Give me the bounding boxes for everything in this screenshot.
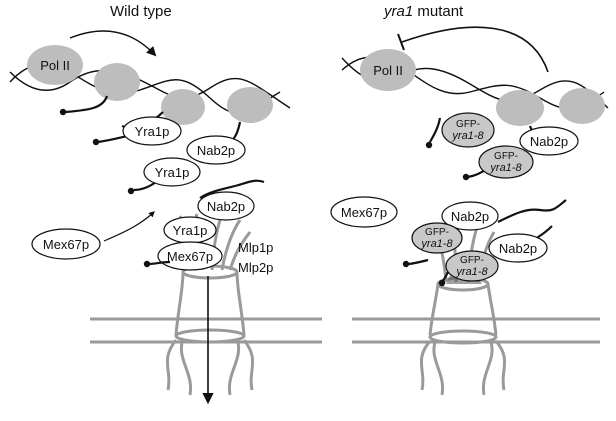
mex67p-label: Mex67p: [43, 237, 89, 252]
mex67p-protein: [330, 196, 398, 228]
nab2p-protein: [186, 135, 246, 165]
mrna-cap: [425, 141, 433, 149]
inhibition-bar: [397, 33, 405, 51]
nab2p-protein: [197, 191, 255, 221]
mlp2p-label: Mlp2p: [238, 260, 273, 275]
gfp-prefix-label: GFP-: [494, 151, 518, 162]
nab2p-label: Nab2p: [207, 199, 245, 214]
mrna-cap: [127, 187, 135, 195]
pol-ii-complex: [360, 49, 416, 91]
yra1p-protein: [143, 157, 201, 187]
gfp-yra1-8-protein: [411, 222, 463, 254]
nucleosome: [559, 88, 605, 124]
gfp-yra1-8-protein: [441, 112, 495, 148]
pol-ii-complex: [27, 45, 83, 85]
nucleosome: [496, 90, 544, 126]
right-title-rest: mutant: [413, 3, 464, 20]
mex67p-protein: [157, 241, 223, 271]
dna-strand-b: [9, 69, 291, 109]
npc-cytoplasmic-filaments: [165, 337, 255, 396]
transcription-arrow: [69, 30, 157, 57]
mrna-tail: [497, 199, 567, 223]
gfp-prefix-label: GFP-: [425, 227, 449, 238]
left-panel-title: Wild type: [110, 3, 172, 20]
yra1p-label: Yra1p: [135, 124, 170, 139]
yra1-8-label: yra1-8: [451, 130, 484, 142]
npc-bottom-ring: [428, 329, 498, 345]
npc-bottom-ring: [174, 328, 246, 344]
mex67p-protein: [31, 228, 101, 260]
yra1p-label: Yra1p: [173, 223, 208, 238]
nucleosome: [161, 89, 205, 125]
mlp1p-label: Mlp1p: [238, 240, 273, 255]
mrna-tail: [429, 117, 442, 143]
gfp-yra1-8-protein: [478, 145, 534, 179]
yra1p-label: Yra1p: [155, 165, 190, 180]
yra1-8-label: yra1-8: [489, 162, 522, 174]
gfp-prefix-label: GFP-: [460, 255, 484, 266]
npc-walls: [174, 271, 246, 336]
right-title-italic: yra1: [383, 3, 413, 20]
npc-cytoplasmic-filaments: [419, 338, 507, 396]
yra1-8-label: yra1-8: [455, 266, 488, 278]
nab2p-label: Nab2p: [499, 241, 537, 256]
right-panel-title: yra1 mutant: [383, 3, 464, 20]
yra1-8-label: yra1-8: [420, 238, 453, 250]
gfp-yra1-8-protein: [445, 250, 499, 282]
left-panel: Pol II Yra1p Nab2p Yra1p Nab2: [9, 30, 322, 405]
right-panel: Pol II GFP- yra1-8 Nab2p GFP- yra1-8 Mex…: [330, 26, 609, 396]
nab2p-label: Nab2p: [530, 134, 568, 149]
nab2p-label: Nab2p: [451, 209, 489, 224]
mex67p-label: Mex67p: [167, 249, 213, 264]
gfp-prefix-label: GFP-: [456, 119, 480, 130]
nucleosome: [227, 87, 273, 123]
pol-ii-label: Pol II: [373, 63, 403, 78]
nab2p-protein: [441, 201, 499, 231]
inhibition-arc: [401, 26, 549, 73]
nab2p-protein: [488, 233, 548, 263]
mrna-cap: [59, 108, 67, 116]
mrna-tail: [407, 258, 429, 266]
mrna-cap: [92, 138, 100, 146]
mex67p-label: Mex67p: [341, 205, 387, 220]
nab2p-protein: [519, 126, 579, 156]
nab2p-label: Nab2p: [197, 143, 235, 158]
yra1p-protein: [122, 116, 182, 146]
mrna-tail: [199, 179, 265, 199]
npc-walls: [428, 283, 498, 336]
pol-ii-label: Pol II: [40, 58, 70, 73]
mrna-tail: [148, 260, 171, 266]
recruitment-arrow: [103, 211, 155, 242]
mrna-cap: [402, 260, 410, 268]
nucleosome: [94, 63, 140, 101]
mrna-cap: [462, 173, 470, 181]
mrna-cap: [438, 279, 446, 287]
mrna-cap: [143, 260, 151, 268]
mrna-tail: [65, 95, 109, 114]
